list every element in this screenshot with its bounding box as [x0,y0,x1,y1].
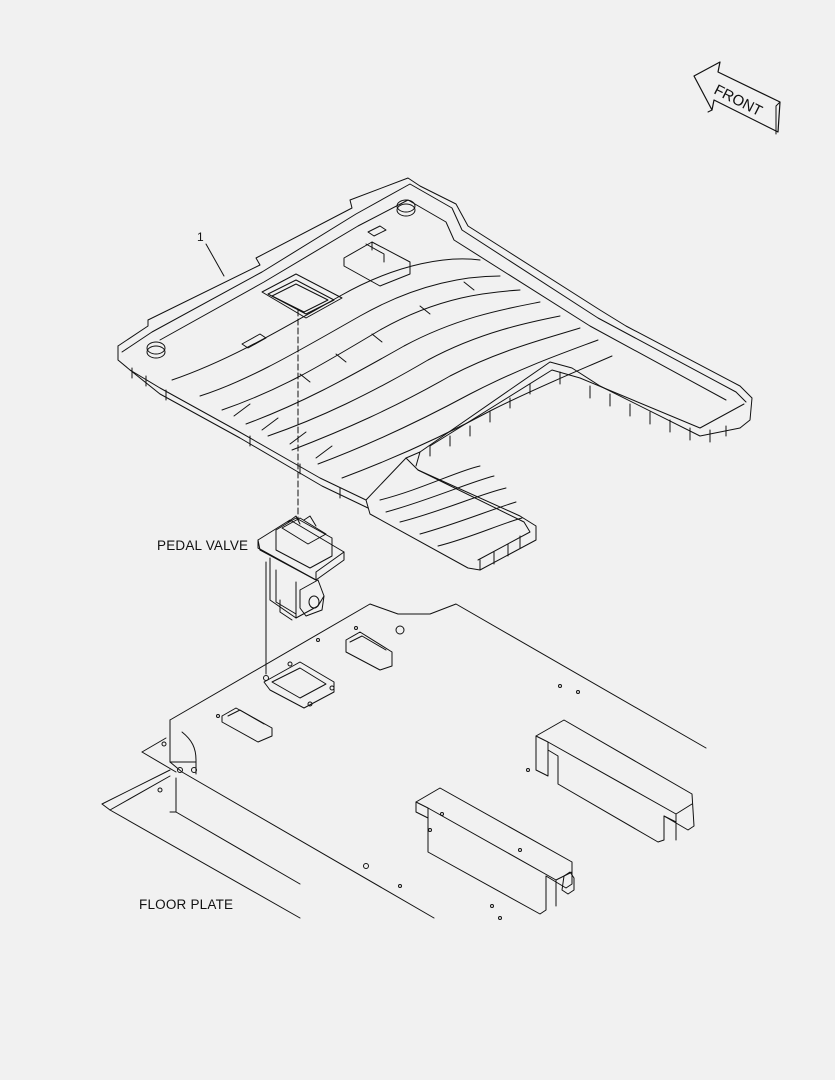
floor-mat [117,177,753,571]
front-arrow-icon: FRONT [693,61,781,135]
floor-plate-label: FLOOR PLATE [139,897,234,912]
pedal-valve-label: PEDAL VALVE [157,538,249,553]
pedal-valve [257,515,345,675]
callout-number-1: 1 [197,230,204,244]
floor-plate [101,603,707,920]
